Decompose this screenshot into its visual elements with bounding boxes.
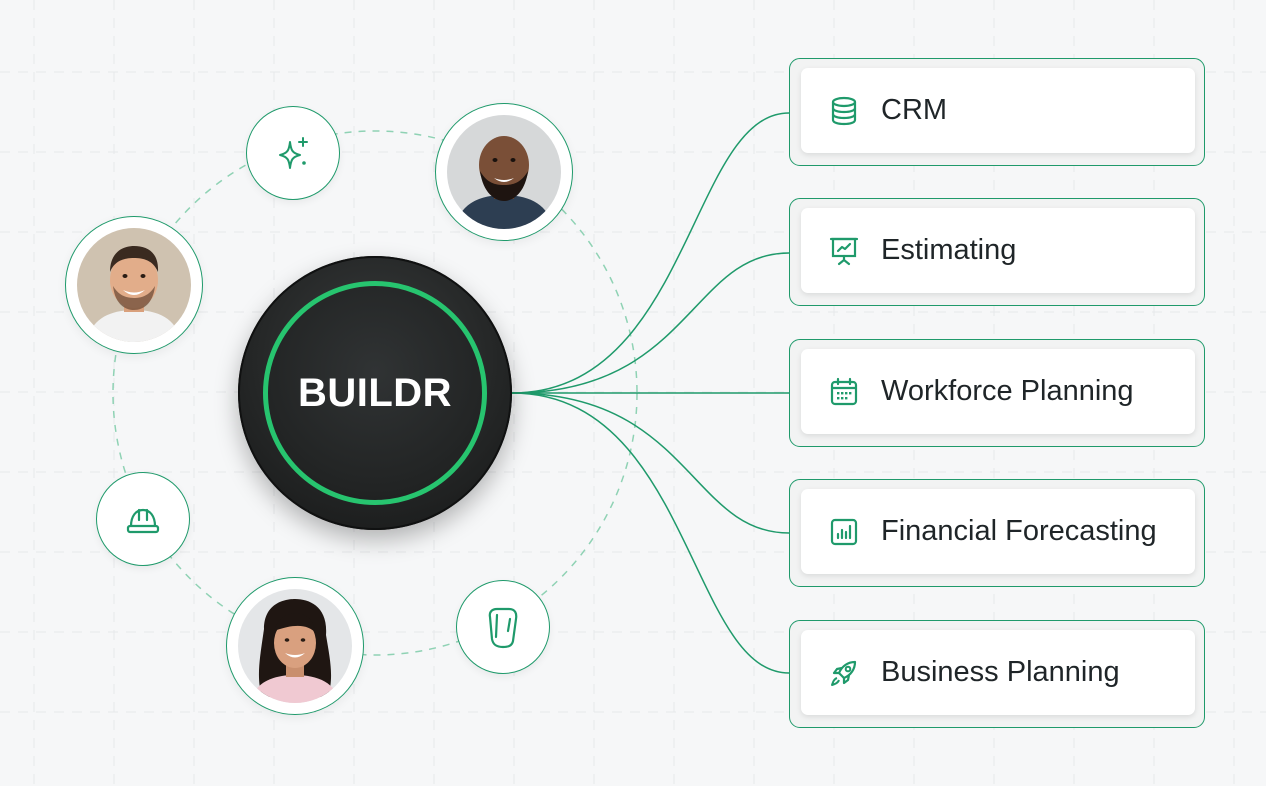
bar-chart-icon: [828, 516, 860, 548]
connector-financial-forecasting: [511, 392, 790, 534]
avatar-left: [65, 216, 203, 354]
module-card-workforce-planning[interactable]: Workforce Planning: [789, 339, 1205, 447]
module-card-body: CRM: [801, 68, 1195, 153]
module-label: Financial Forecasting: [881, 515, 1157, 547]
avatar-top: [435, 103, 573, 241]
module-card-crm[interactable]: CRM: [789, 58, 1205, 166]
module-label: CRM: [881, 94, 948, 126]
orbit-node-sparkles: [246, 106, 340, 200]
person-photo: [447, 115, 561, 229]
module-card-body: Business Planning: [801, 630, 1195, 715]
hub-node: BUILDR: [238, 256, 512, 530]
connector-crm: [511, 112, 790, 394]
hard-hat-icon: [126, 508, 160, 534]
module-card-estimating[interactable]: Estimating: [789, 198, 1205, 306]
connector-estimating: [511, 252, 790, 394]
module-label: Estimating: [881, 234, 1017, 266]
module-card-body: Estimating: [801, 208, 1195, 293]
connector-business-planning: [511, 392, 790, 674]
rocket-icon: [828, 657, 860, 689]
hub-label: BUILDR: [297, 370, 453, 415]
sparkles-icon: [279, 137, 308, 169]
module-card-financial-forecasting[interactable]: Financial Forecasting: [789, 479, 1205, 587]
module-card-business-planning[interactable]: Business Planning: [789, 620, 1205, 728]
person-photo: [238, 589, 352, 703]
presentation-chart-icon: [828, 235, 860, 267]
orbit-node-carabiner: [456, 580, 550, 674]
orbit-node-hard-hat: [96, 472, 190, 566]
module-label: Workforce Planning: [881, 375, 1134, 407]
module-card-body: Workforce Planning: [801, 349, 1195, 434]
database-icon: [828, 95, 860, 127]
carabiner-icon: [488, 607, 518, 649]
calendar-icon: [828, 376, 860, 408]
avatar-bottom: [226, 577, 364, 715]
module-card-body: Financial Forecasting: [801, 489, 1195, 574]
module-label: Business Planning: [881, 656, 1120, 688]
person-photo: [77, 228, 191, 342]
hub-ring: BUILDR: [263, 281, 487, 505]
